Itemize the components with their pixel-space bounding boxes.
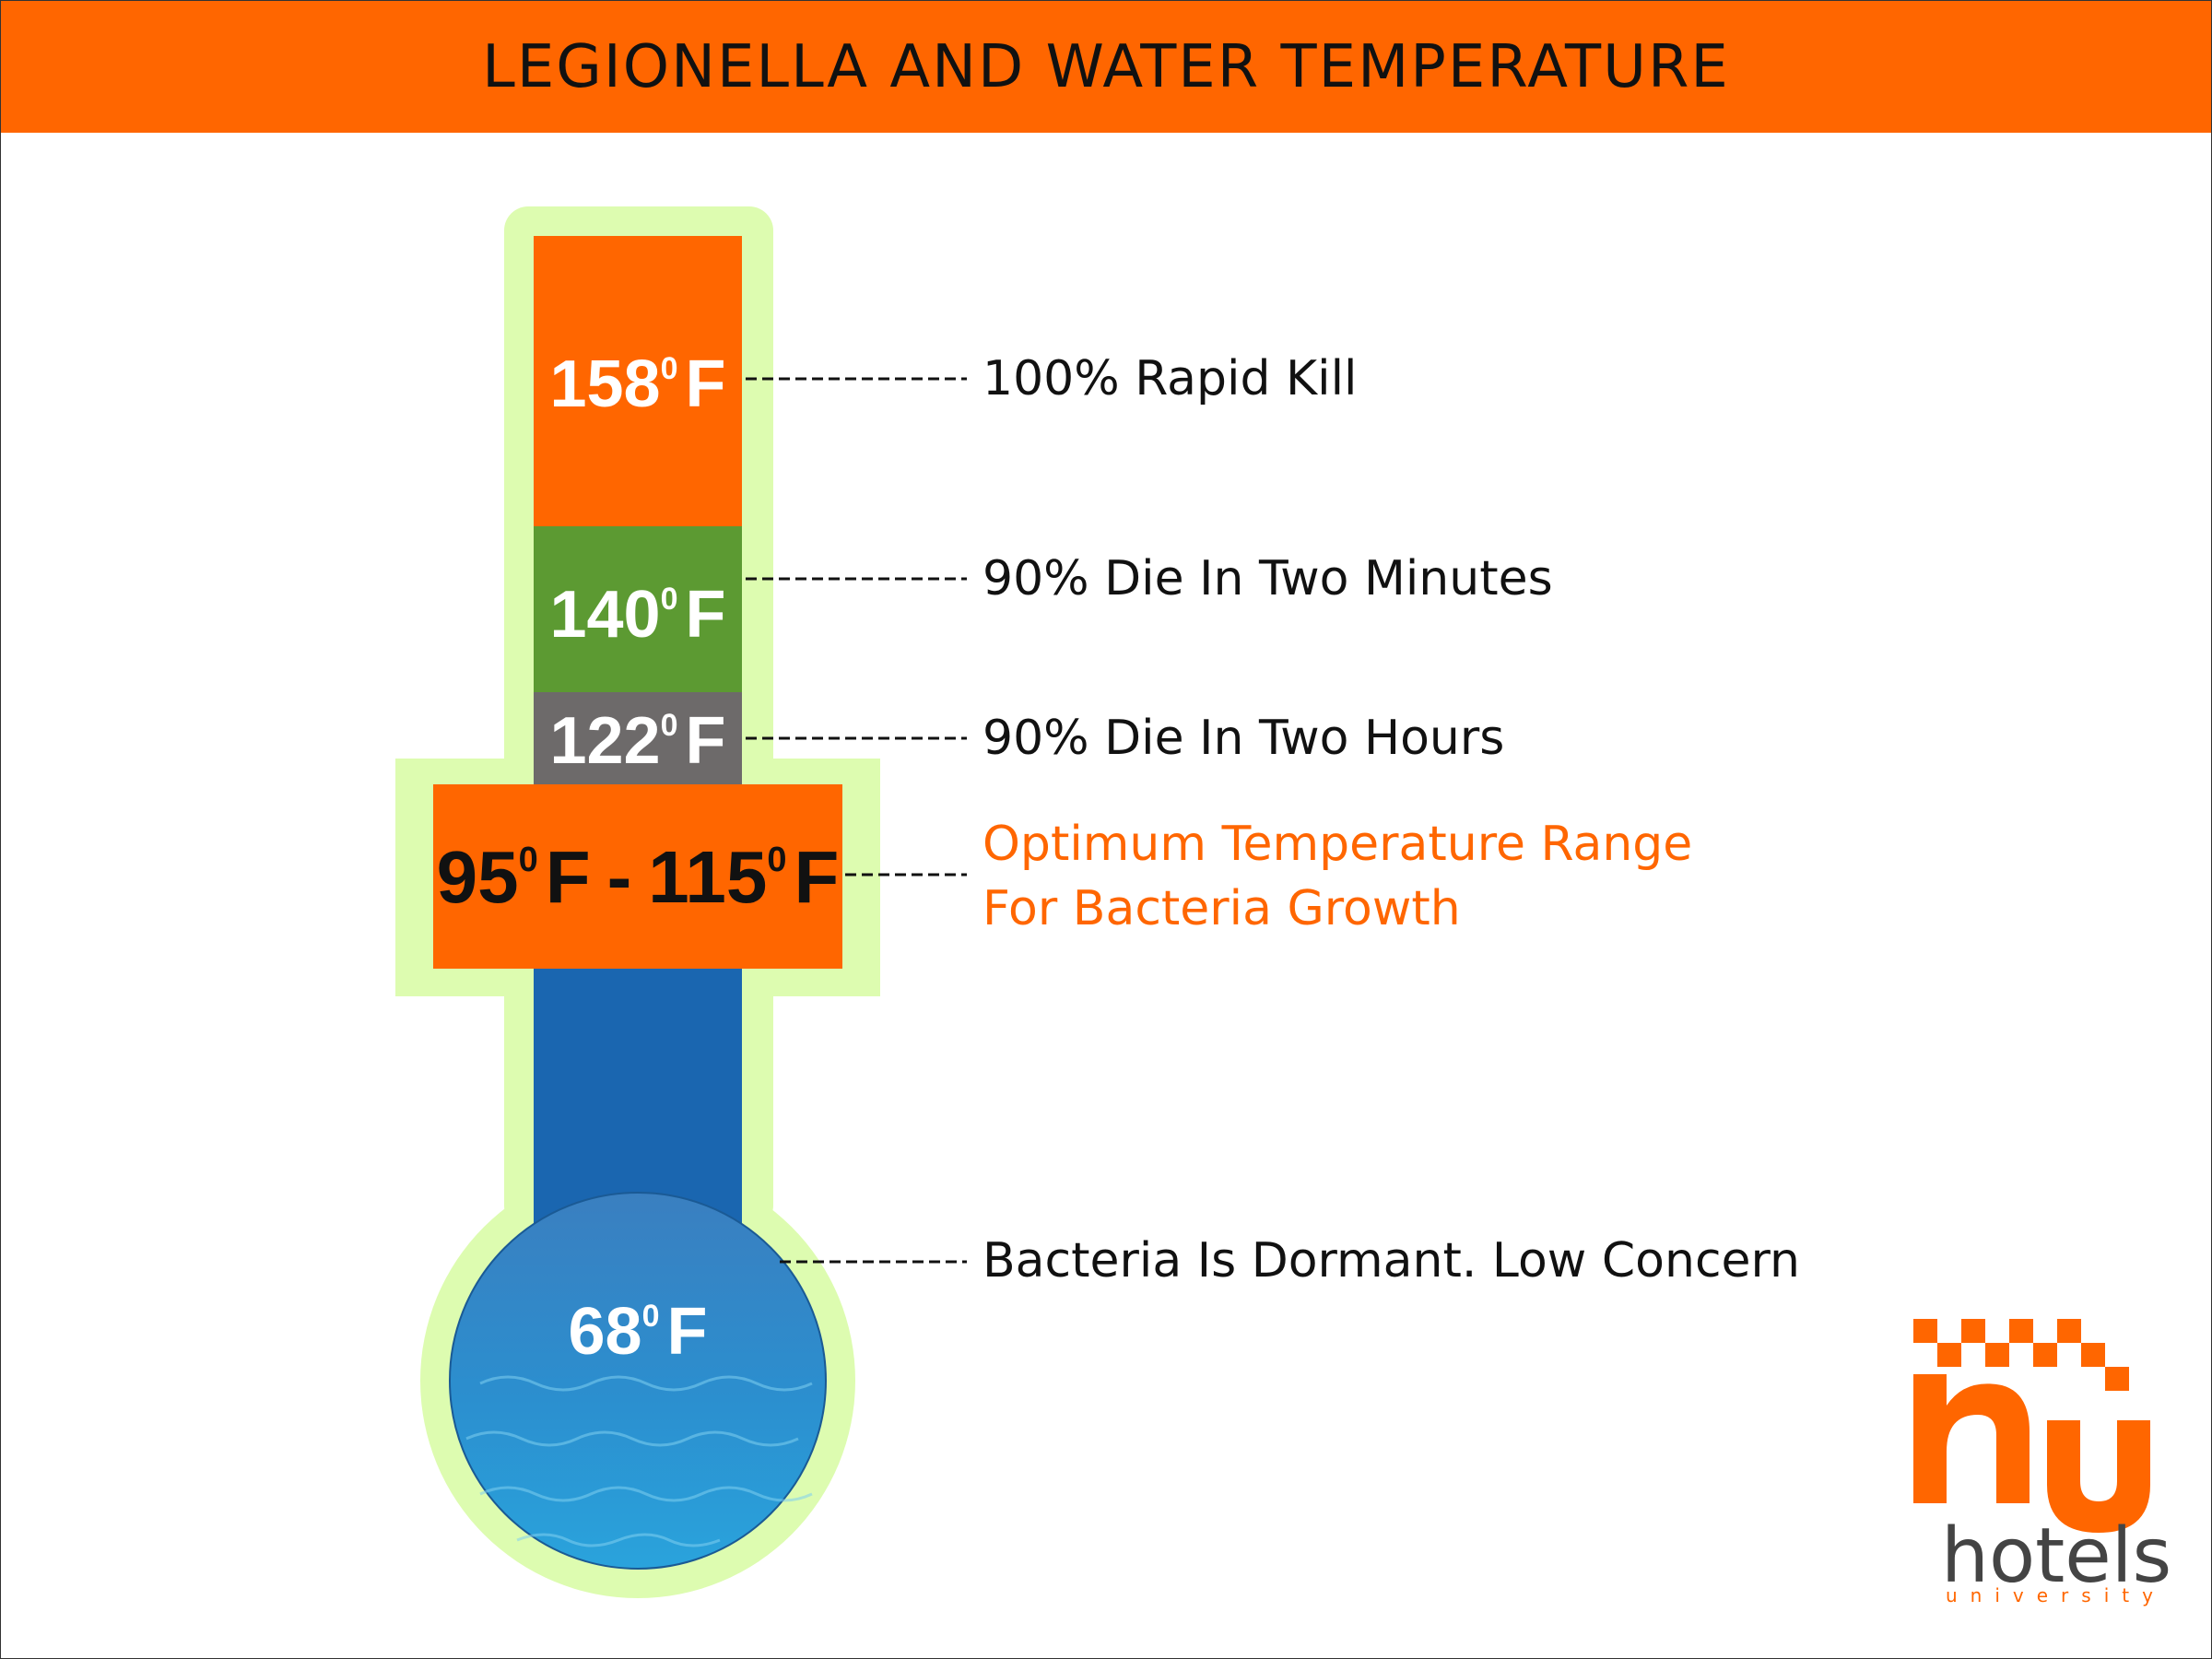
band-140 [534,526,742,692]
logo-wordmark: hotels [1941,1512,2172,1600]
note-140: 90% Die In Two Minutes [982,551,1553,606]
note-optimum-line2: For Bacteria Growth [982,881,1461,936]
hotels-university-logo [1913,1319,2150,1533]
note-158: 100% Rapid Kill [982,351,1358,406]
band-122 [534,692,742,784]
band-optimum-range [433,784,842,969]
band-lower-tube [534,959,742,1236]
note-optimum-line1: Optimum Temperature Range [982,817,1693,872]
title-banner: LEGIONELLA AND WATER TEMPERATURE [1,1,2211,133]
page-title: LEGIONELLA AND WATER TEMPERATURE [482,32,1730,101]
logo-subtext: university [1946,1584,2166,1606]
band-158 [534,236,742,526]
water-ripples [465,1375,813,1547]
note-68: Bacteria Is Dormant. Low Concern [982,1233,1800,1288]
note-122: 90% Die In Two Hours [982,711,1505,766]
